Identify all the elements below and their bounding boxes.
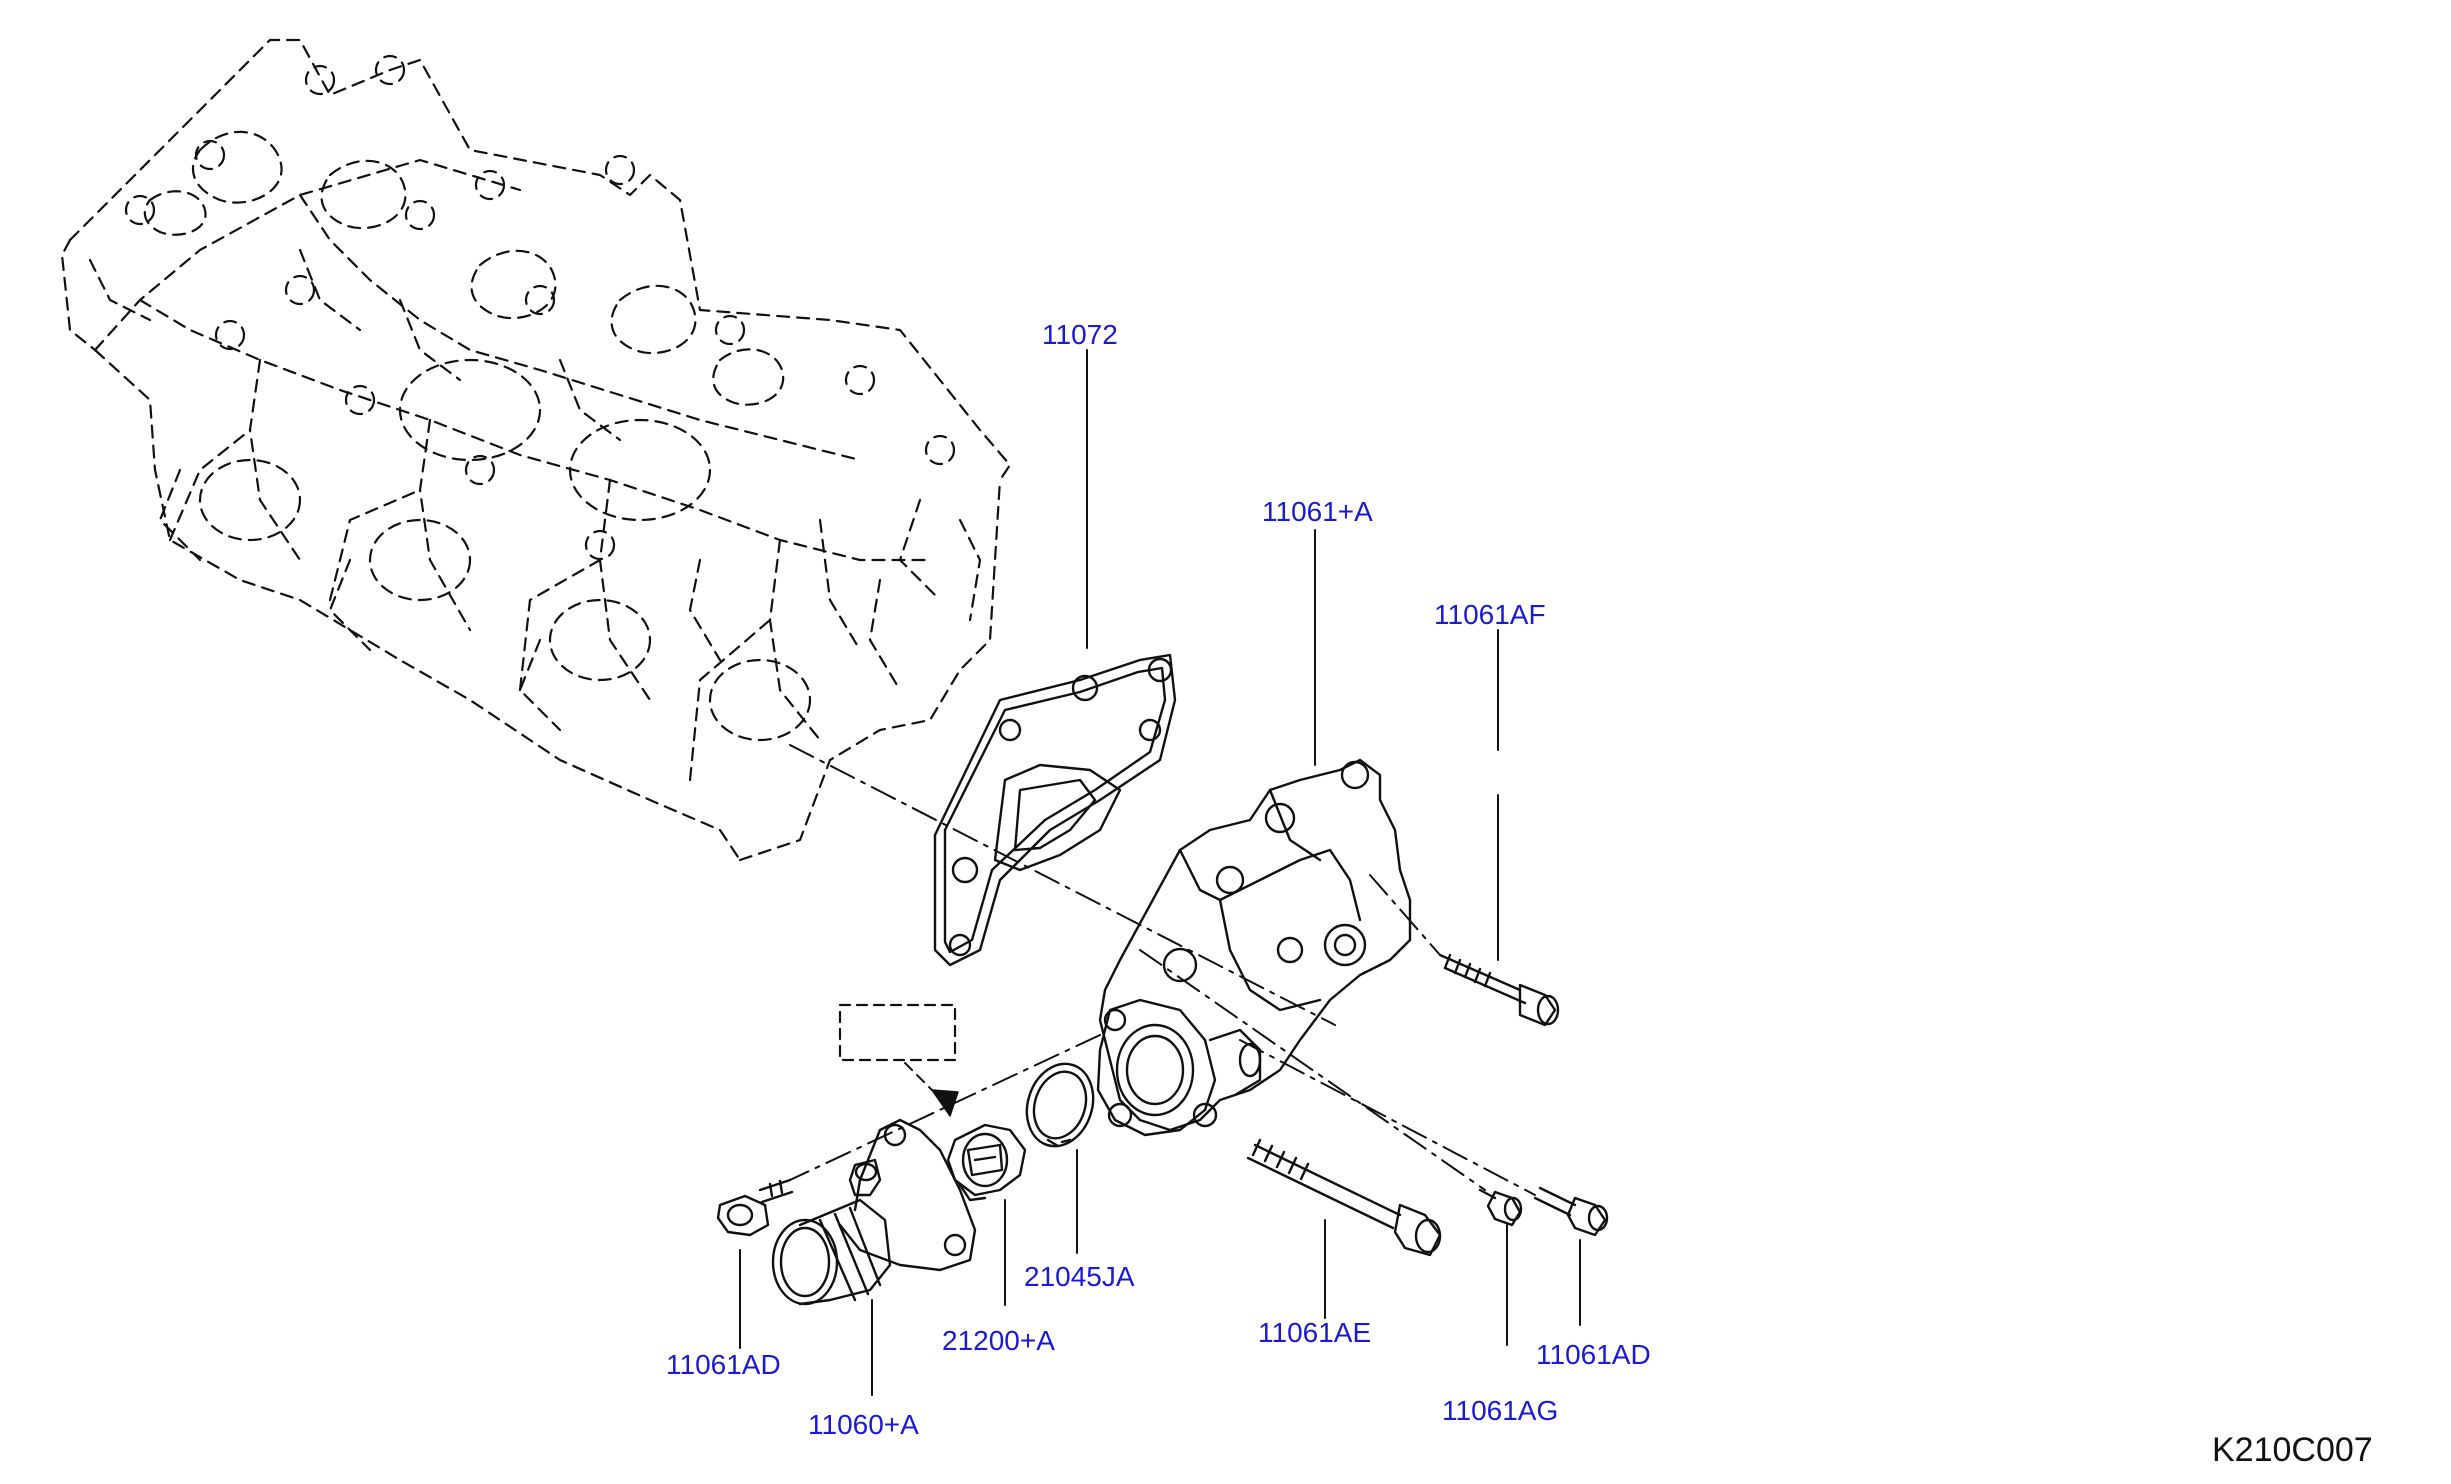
bolt-11061ad-right (1533, 1186, 1609, 1237)
part-label-11072[interactable]: 11072 (1042, 319, 1118, 350)
part-label-11061-a[interactable]: 11061+A (1262, 496, 1373, 527)
part-label-11061ag[interactable]: 11061AG (1442, 1395, 1559, 1426)
assembly-axis-lines (789, 744, 1536, 1196)
part-label-11060-a[interactable]: 11060+A (808, 1409, 919, 1440)
long-bolt-11061ae (1246, 1138, 1442, 1257)
thermostat-housing-11060-a (771, 1118, 977, 1306)
bolt-11061ad-left (716, 1178, 794, 1237)
stud-bolt-11061af (1438, 953, 1560, 1027)
part-label-11061af[interactable]: 11061AF (1434, 599, 1546, 630)
reference-arrow-leader (904, 1062, 941, 1099)
water-outlet-housing-11061-a (1096, 758, 1412, 1137)
part-label-11061ad-right[interactable]: 11061AD (1536, 1339, 1651, 1370)
engine-block-outline (60, 38, 1012, 862)
gasket-11072 (933, 653, 1177, 967)
part-label-11061ae[interactable]: 11061AE (1258, 1317, 1372, 1348)
thermostat-21200-a (946, 1123, 1027, 1202)
diagram-id: K210C007 (2212, 1431, 2373, 1469)
part-label-21045ja[interactable]: 21045JA (1024, 1261, 1135, 1292)
leader-lines (739, 349, 1581, 1396)
part-label-11061ad-left[interactable]: 11061AD (666, 1349, 781, 1380)
part-label-21200-a[interactable]: 21200+A (942, 1325, 1055, 1356)
reference-box (838, 1003, 957, 1062)
o-ring-21045ja (1025, 1062, 1095, 1148)
bolt-11061ag-small (1478, 1188, 1523, 1227)
